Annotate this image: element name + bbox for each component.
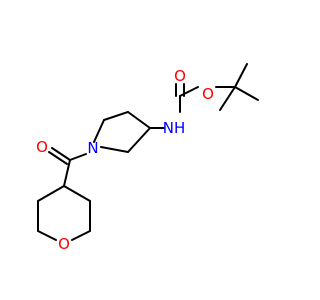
bond-ring-c4-c5 — [103, 111, 129, 121]
canvas-background — [0, 0, 300, 300]
bond-tbu-center-right — [234, 86, 259, 101]
carbonyl-oxygen-top-label: O — [174, 67, 186, 85]
bond-tbu-center-top — [234, 63, 248, 88]
bond-n1-amide-carbon — [69, 153, 87, 161]
bond-thp-c4-c3 — [63, 185, 91, 202]
bond-ring-n1-c2 — [100, 146, 129, 153]
carbamate-nitrogen-label: NH — [163, 119, 186, 137]
bond-amide-carbon-oxygen-1 — [51, 147, 71, 161]
bond-ring-c3-c4 — [127, 111, 151, 129]
bond-thp-c5-c4 — [37, 185, 65, 202]
ring-oxygen-label: O — [58, 235, 70, 253]
bond-tbu-center-down — [219, 86, 236, 111]
bond-thp-c2-o1 — [71, 230, 91, 241]
bond-thp-o1-c6 — [37, 230, 57, 241]
amide-oxygen-label: O — [36, 138, 48, 156]
ester-oxygen-label: O — [202, 85, 214, 103]
bond-amide-carbon-ring-carbon — [63, 159, 71, 187]
molecule-structure: O O NH N O O — [0, 0, 300, 300]
bond-ring-c5-n1 — [93, 119, 105, 143]
bond-amide-carbon-oxygen-2 — [48, 151, 68, 165]
bond-ring-c2-c3 — [127, 127, 151, 153]
pyrrolidine-nitrogen-label: N — [87, 139, 98, 157]
